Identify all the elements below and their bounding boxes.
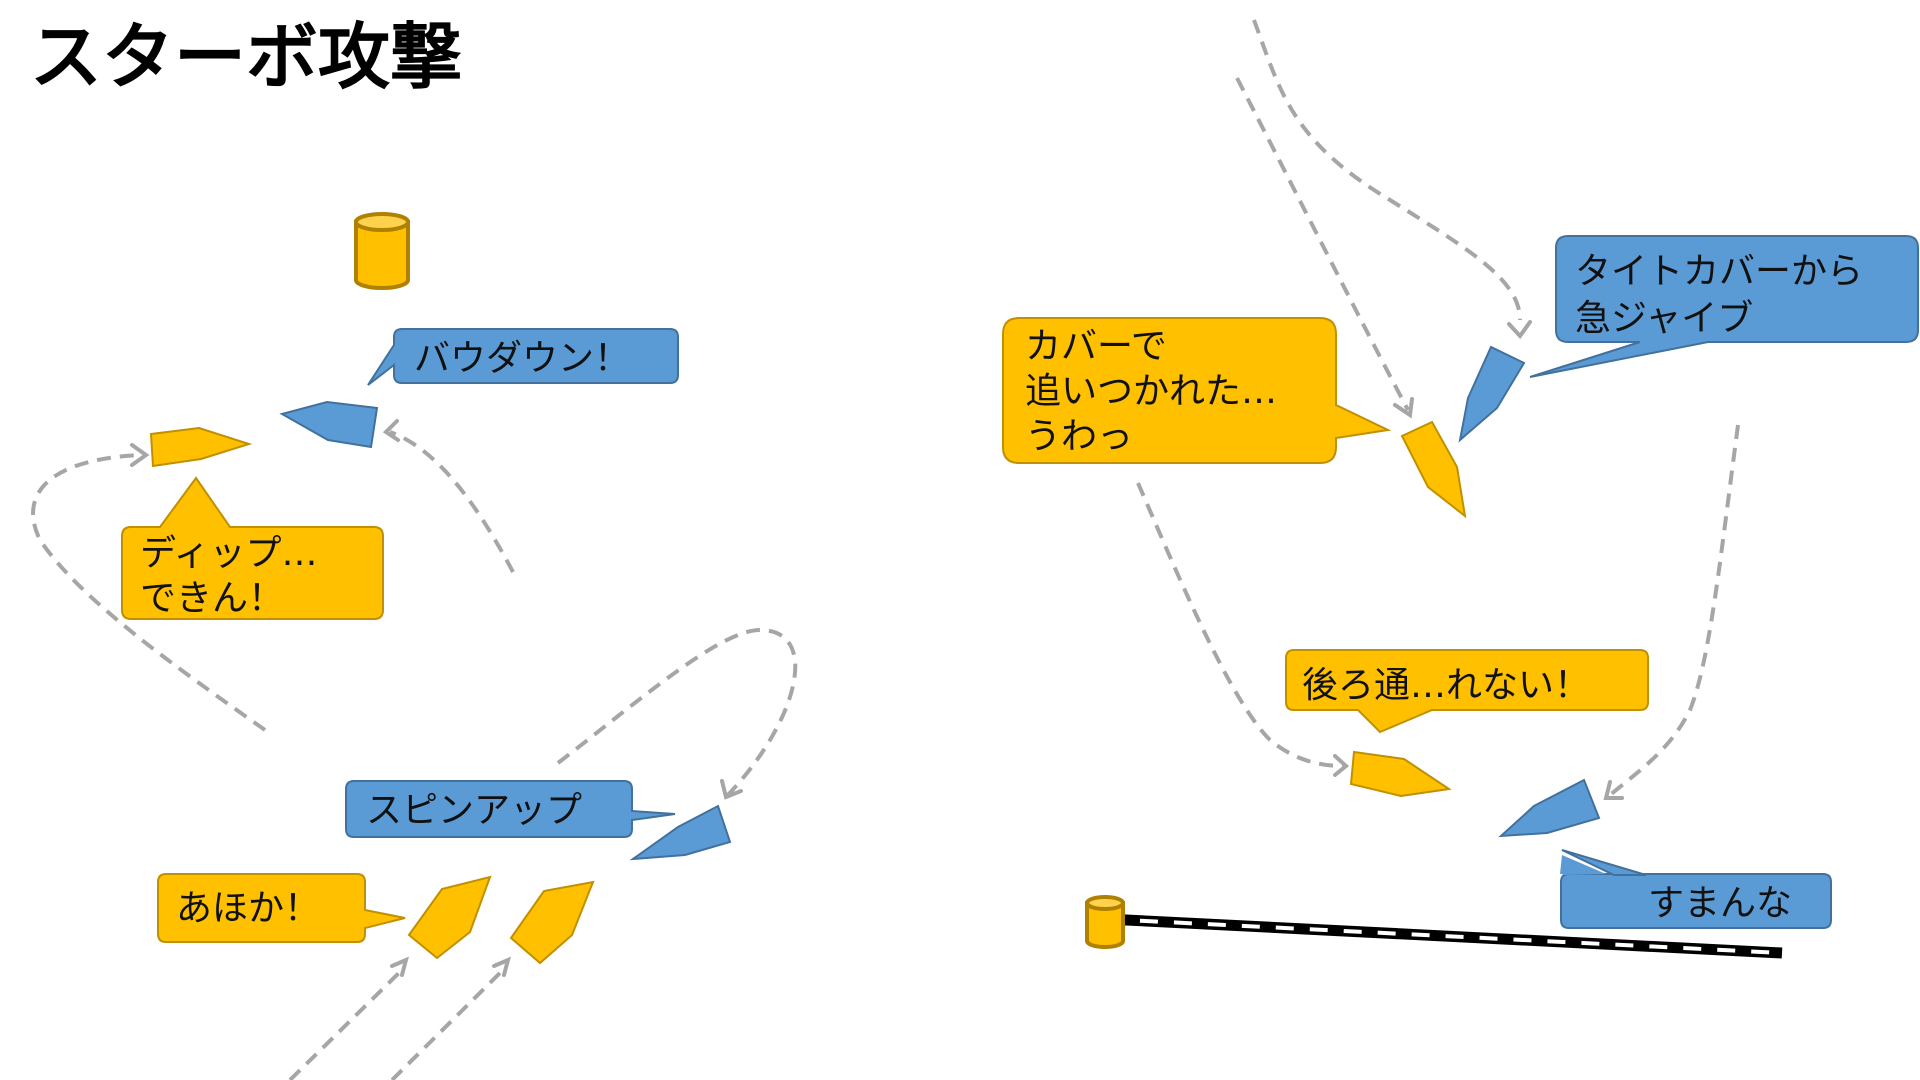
boat-blue-spinup <box>629 804 732 861</box>
trail-blue-approach <box>382 419 515 573</box>
bubble-bow-down-text: バウダウン！ <box>414 338 630 379</box>
finish-mark-buoy <box>1085 895 1125 949</box>
bubble-tight-cover: タイトカバーから 急ジャイブ <box>1529 235 1919 378</box>
bubble-caught: カバーで 追いつかれた… うわっ <box>1002 317 1392 464</box>
bubble-tight-cover-text-line2: 急ジャイブ <box>1575 298 1753 339</box>
boat-yellow-2 <box>509 880 595 965</box>
boat-blue-bowdown <box>279 400 379 449</box>
bubble-spin-up: スピンアップ <box>345 780 676 838</box>
trail-yellow-loop <box>31 443 267 732</box>
bubble-sorry: すまんな <box>1560 855 1832 929</box>
boat-blue-jibing <box>1458 345 1526 443</box>
bubble-caught-text-line1: カバーで <box>1025 326 1167 367</box>
bubble-sorry-text: すまんな <box>1648 883 1792 924</box>
trail-blue-spin-loop <box>556 627 798 800</box>
boat-yellow-1 <box>407 875 492 960</box>
bubble-caught-text-line2: 追いつかれた… <box>1025 371 1277 412</box>
trail-blue-approach-mark <box>1603 424 1740 800</box>
bubble-dip-text-line1: ディップ… <box>140 533 317 574</box>
boat-blue-sorry <box>1498 778 1601 838</box>
finish-line <box>1105 913 1783 959</box>
bubble-cant-pass: 後ろ通…れない！ <box>1285 649 1649 734</box>
windward-mark-buoy <box>354 212 410 290</box>
boat-yellow-blocked <box>1349 750 1452 798</box>
bubble-caught-text-line3: うわっ <box>1025 416 1133 457</box>
bubble-ahoka-text: あほか！ <box>176 888 320 929</box>
bubble-cant-pass-text: 後ろ通…れない！ <box>1302 665 1590 706</box>
bubble-sorry-tail <box>1561 849 1647 876</box>
bubble-tight-cover-text-line1: タイトカバーから <box>1575 251 1863 292</box>
trail-yellow-approach-mark <box>1136 482 1350 777</box>
bubble-spin-up-text: スピンアップ <box>366 790 582 831</box>
boat-yellow-dip <box>149 426 253 468</box>
trail-yellow-2-approach <box>390 956 511 1080</box>
trail-yellow-caught <box>1235 77 1414 419</box>
bubble-bow-down: バウダウン！ <box>367 328 679 386</box>
bubble-ahoka: あほか！ <box>157 873 406 943</box>
bubble-dip-text-line2: できん！ <box>140 578 284 619</box>
slide-title: スターボ攻撃 <box>30 15 463 99</box>
trail-blue-jibe <box>1252 19 1532 340</box>
trail-yellow-1-approach <box>288 956 409 1080</box>
bubble-dip: ディップ… できん！ <box>121 476 384 620</box>
boat-yellow-caught <box>1400 420 1467 519</box>
